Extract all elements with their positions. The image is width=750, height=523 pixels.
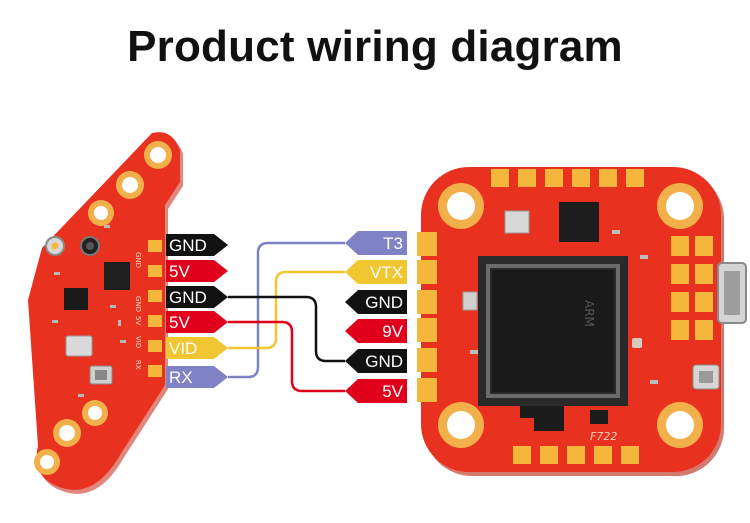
mounting-hole [438, 402, 484, 448]
crystal [65, 335, 93, 357]
diagram-title: Product wiring diagram [127, 22, 623, 71]
vtx-board-body [28, 132, 180, 490]
pin-tag-label: 9V [382, 322, 403, 341]
pin-tag-shape [166, 337, 228, 359]
svg-text:VID: VID [134, 336, 142, 348]
pin-tag-label: 5V [169, 262, 190, 281]
pin-tag-shape [345, 349, 407, 373]
svg-text:5V: 5V [134, 316, 142, 325]
mounting-hole [88, 200, 114, 226]
mounting-hole [53, 419, 81, 447]
mcu-marking: ARM [582, 300, 596, 327]
vtx-pin-gnd: GND [166, 286, 228, 308]
pin-tag-shape [345, 379, 407, 403]
wire-5v-5v [228, 320, 345, 393]
mounting-hole [438, 183, 484, 229]
pin-tag-label: VTX [370, 263, 403, 282]
pin-tag-label: T3 [383, 234, 403, 253]
pin-tag-shape [345, 260, 407, 284]
mounting-hole [657, 183, 703, 229]
vtx-pin-5v: 5V [166, 260, 228, 282]
button-icon [80, 236, 100, 256]
wire-gnd-gnd [228, 295, 345, 363]
pin-tag-shape [345, 290, 407, 314]
svg-text:GND: GND [134, 252, 142, 268]
fc-pin-9v: 9V [345, 319, 407, 343]
pin-tag-label: 5V [382, 382, 403, 401]
antenna-connector [45, 236, 65, 256]
vtx-pin-labels: GND 5V GND 5V VID RX [166, 234, 228, 388]
vtx-pads [148, 240, 162, 377]
vtx-pin-gnd: GND [166, 234, 228, 256]
mounting-hole [116, 171, 144, 199]
vtx-board: GND GND 5V VID RX [28, 132, 183, 494]
pin-tag-label: GND [169, 236, 207, 255]
wires [228, 241, 345, 393]
vtx-pin-vid: VID [166, 337, 228, 359]
svg-text:GND: GND [134, 296, 142, 312]
mounting-hole [34, 449, 60, 475]
pin-tag-shape [345, 319, 407, 343]
wire-rx-t3 [228, 241, 345, 379]
gyro-chip [504, 210, 530, 234]
mcu-chip: ARM [478, 256, 628, 406]
mounting-hole [82, 400, 108, 426]
pin-tag-shape [166, 286, 228, 308]
wire-vid-vtx [228, 270, 345, 350]
pin-tag-shape [166, 260, 228, 282]
mounting-hole [144, 141, 172, 169]
fc-pin-t3: T3 [345, 231, 407, 255]
mounting-hole [657, 402, 703, 448]
pin-tag-label: GND [365, 293, 403, 312]
board-marking: F722 [590, 430, 617, 443]
svg-text:RX: RX [134, 360, 142, 370]
fc-top-pads [491, 169, 644, 187]
pin-tag-label: RX [169, 368, 193, 387]
fc-pin-gnd: GND [345, 290, 407, 314]
vtx-chip [64, 288, 88, 310]
flight-controller-board: ARM F722 [417, 167, 747, 476]
fc-bottom-pads [513, 446, 639, 464]
pin-tag-label: 5V [169, 313, 190, 332]
pin-tag-label: GND [169, 288, 207, 307]
fc-pin-gnd: GND [345, 349, 407, 373]
pin-tag-shape [166, 366, 228, 388]
pin-tag-label: GND [365, 352, 403, 371]
boot-button-icon [692, 364, 720, 390]
fc-pin-5v: 5V [345, 379, 407, 403]
pin-tag-label: VID [169, 339, 197, 358]
pin-tag-shape [166, 311, 228, 333]
vtx-pin-5v: 5V [166, 311, 228, 333]
pin-tag-shape [166, 234, 228, 256]
fc-pin-vtx: VTX [345, 260, 407, 284]
vtx-chip [104, 262, 130, 290]
baro-chip [559, 202, 599, 242]
fc-right-pads [671, 236, 713, 340]
pin-tag-shape [345, 231, 407, 255]
fc-left-pads [417, 232, 437, 402]
vtx-pin-rx: RX [166, 366, 228, 388]
